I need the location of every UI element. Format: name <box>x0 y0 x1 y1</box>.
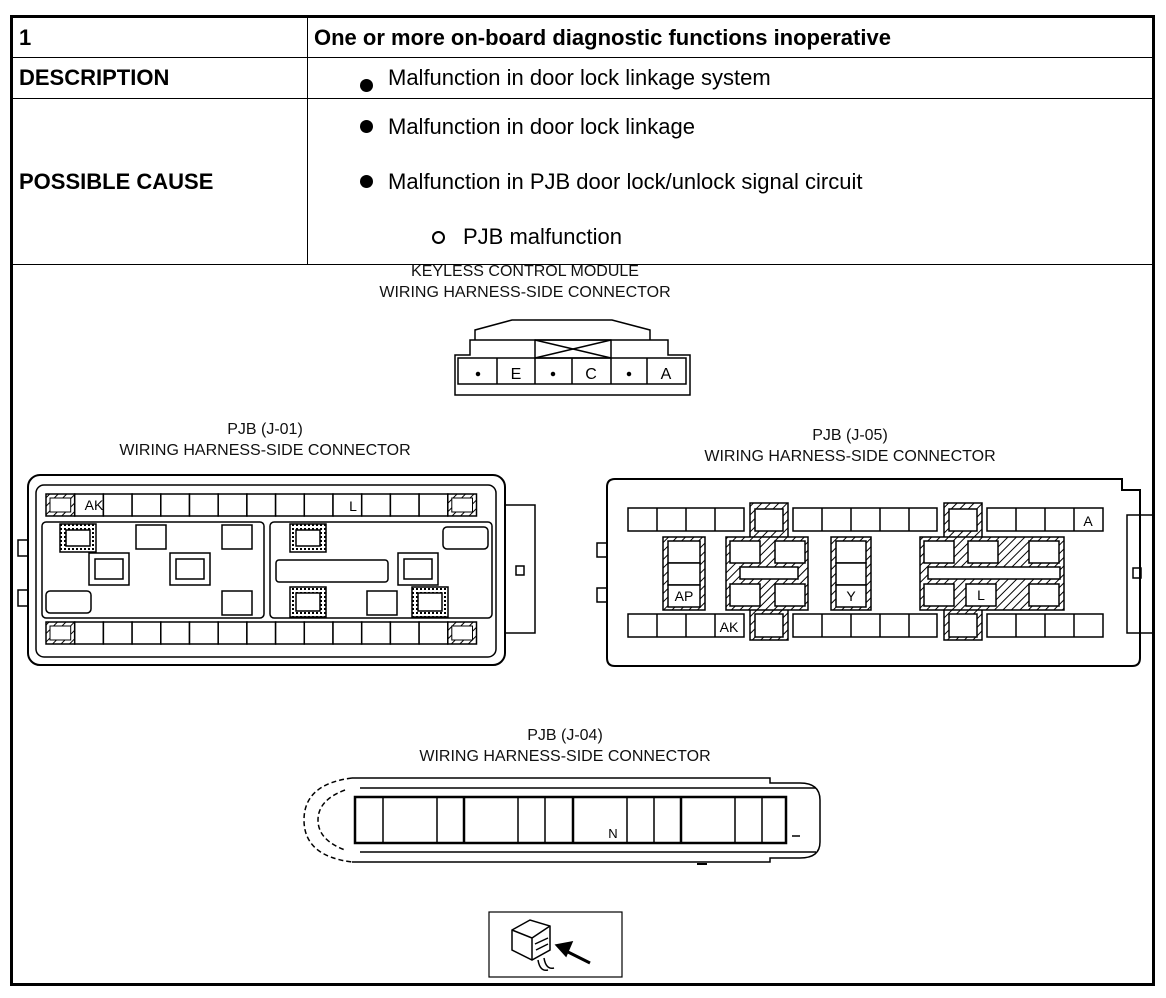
pin-cell <box>217 493 248 517</box>
keyless-caption-line1: KEYLESS CONTROL MODULE <box>411 263 639 280</box>
keyless-pin-a: A <box>661 366 672 383</box>
j05-pin-l: L <box>977 587 985 603</box>
pin-cell <box>418 621 449 645</box>
cause-subitem: PJB malfunction <box>314 209 1146 264</box>
j05-caption: PJB (J-05) WIRING HARNESS-SIDE CONNECTOR <box>655 425 1045 467</box>
possible-cause-row: POSSIBLE CAUSE Malfunction in door lock … <box>13 98 1152 265</box>
pin-cell <box>73 621 105 645</box>
pin-cell <box>188 621 219 645</box>
pin-cell <box>217 621 248 645</box>
pin-cell <box>102 621 133 645</box>
j01-pin-ak: AK <box>85 497 104 513</box>
j05-pins <box>667 508 1061 638</box>
j01-bottom-pin-row <box>45 621 478 645</box>
pin-cell <box>274 493 306 517</box>
j04-caption: PJB (J-04) WIRING HARNESS-SIDE CONNECTOR <box>370 725 760 767</box>
pin-cell <box>360 621 392 645</box>
j01-caption: PJB (J-01) WIRING HARNESS-SIDE CONNECTOR <box>70 419 460 461</box>
j01-caption-line1: PJB (J-01) <box>227 421 303 438</box>
pin-cell <box>160 493 191 517</box>
j04-caption-line2: WIRING HARNESS-SIDE CONNECTOR <box>419 748 711 765</box>
step-title: One or more on-board diagnostic function… <box>307 18 1152 58</box>
description-cell: Malfunction in door lock linkage system <box>307 57 1152 99</box>
j01-caption-line2: WIRING HARNESS-SIDE CONNECTOR <box>119 442 411 459</box>
j01-top-pin-row <box>45 493 478 517</box>
pin-socket <box>451 497 473 513</box>
pin-cell <box>332 621 363 645</box>
pin-cell <box>332 493 363 517</box>
j01-inner-pins <box>45 523 489 618</box>
j04-pin-n: N <box>608 826 617 841</box>
j05-pin-ap: AP <box>675 588 694 604</box>
pin-cell <box>389 621 420 645</box>
j05-caption-line1: PJB (J-05) <box>812 427 888 444</box>
j01-connector <box>17 474 536 666</box>
pin-socket <box>49 497 72 513</box>
description-row: DESCRIPTION Malfunction in door lock lin… <box>13 57 1152 99</box>
pin-cell <box>102 493 133 517</box>
pin-cell <box>274 621 306 645</box>
j01-pin-l: L <box>349 498 357 514</box>
keyless-caption: KEYLESS CONTROL MODULE WIRING HARNESS-SI… <box>340 261 710 303</box>
pin-socket <box>49 625 72 641</box>
pin-cell <box>246 621 277 645</box>
diagnostic-table: 1 One or more on-board diagnostic functi… <box>13 18 1152 265</box>
harness-side-connector-icon <box>488 911 623 978</box>
j04-caption-line1: PJB (J-04) <box>527 727 603 744</box>
j05-connector <box>596 478 1154 667</box>
cause-item: Malfunction in PJB door lock/unlock sign… <box>314 154 1146 209</box>
description-item: Malfunction in door lock linkage system <box>314 58 1146 98</box>
pin-cell <box>131 493 162 517</box>
diagnostic-sheet: 1 One or more on-board diagnostic functi… <box>10 15 1155 986</box>
header-row: 1 One or more on-board diagnostic functi… <box>13 18 1152 58</box>
j05-pin-y: Y <box>846 588 856 604</box>
cause-item: Malfunction in door lock linkage <box>314 99 1146 154</box>
pin-cell <box>303 621 334 645</box>
keyless-pin-e: E <box>511 366 522 383</box>
pin-cell <box>303 493 334 517</box>
j05-pin-a: A <box>1083 513 1093 529</box>
j05-caption-line2: WIRING HARNESS-SIDE CONNECTOR <box>704 448 996 465</box>
cause-cell: Malfunction in door lock linkage Malfunc… <box>307 98 1152 265</box>
pin-cell <box>160 621 191 645</box>
keyless-pin-c: C <box>585 366 597 383</box>
pin-cell <box>418 493 449 517</box>
pin-socket <box>451 625 473 641</box>
cause-label: POSSIBLE CAUSE <box>13 98 308 265</box>
pin-cell <box>360 493 392 517</box>
pin-cell <box>389 493 420 517</box>
keyless-caption-line2: WIRING HARNESS-SIDE CONNECTOR <box>379 284 671 301</box>
j04-connector <box>303 777 821 865</box>
step-number: 1 <box>13 18 308 58</box>
pin-cell <box>131 621 162 645</box>
pin-cell <box>188 493 219 517</box>
j05-pin-ak: AK <box>720 619 739 635</box>
pin-cell <box>246 493 277 517</box>
keyless-connector <box>454 319 691 396</box>
